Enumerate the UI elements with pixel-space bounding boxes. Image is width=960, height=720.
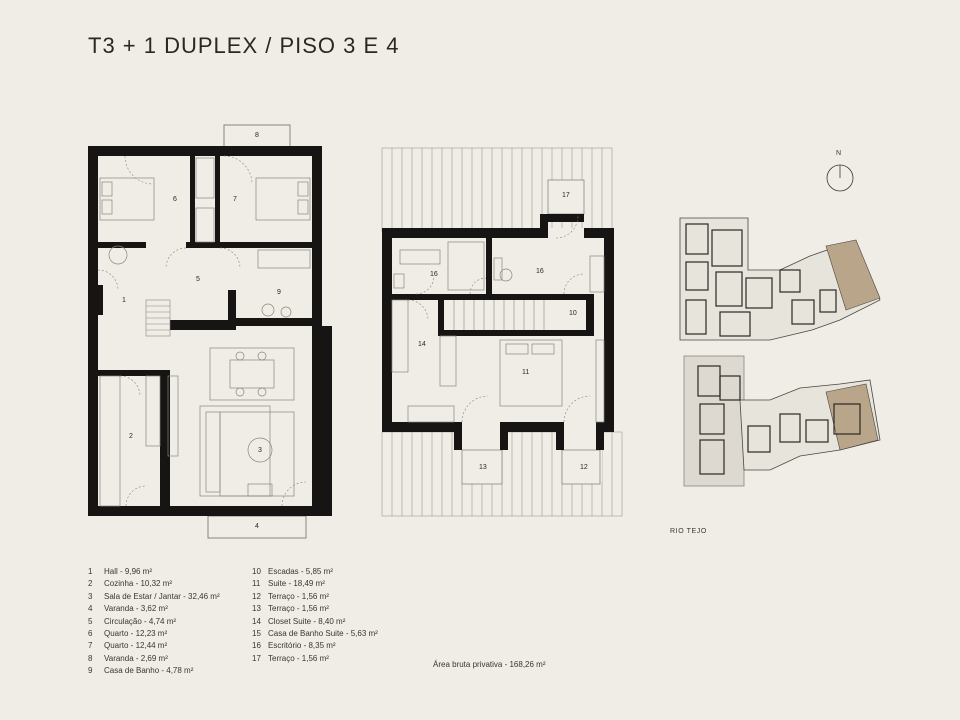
legend-item: 2 Cozinha - 10,32 m² <box>88 578 220 590</box>
legend-item-label: Closet Suite - 8,40 m² <box>268 616 346 626</box>
legend-item-label: Escritório - 8,35 m² <box>268 641 336 651</box>
label-room-4: 4 <box>255 523 259 530</box>
legend-item-number: 2 <box>88 579 93 589</box>
site-upper-building <box>679 217 881 341</box>
label-room-17: 17 <box>562 192 570 199</box>
legend-item-label: Quarto - 12,23 m² <box>104 629 168 639</box>
legend-item-number: 15 <box>252 629 261 639</box>
floor-3-plan <box>88 124 332 539</box>
legend-item-number: 5 <box>88 616 93 626</box>
floor-3-walls <box>88 146 332 516</box>
terrace-17 <box>547 179 585 215</box>
legend-item-number: 10 <box>252 567 261 576</box>
legend-item-label: Suite - 18,49 m² <box>268 579 325 589</box>
label-room-6: 6 <box>173 196 177 203</box>
total-area: Área bruta privativa - 168,26 m² <box>433 660 546 669</box>
legend-item-number: 3 <box>88 591 93 601</box>
label-room-10: 10 <box>569 310 577 317</box>
label-room-14: 14 <box>418 341 426 348</box>
legend-item: 3 Sala de Estar / Jantar - 32,46 m² <box>88 591 220 603</box>
legend-item: 4 Varanda - 3,62 m² <box>88 603 220 615</box>
legend-item-number: 12 <box>252 591 261 601</box>
site-key-plan <box>679 164 881 487</box>
label-room-3: 3 <box>258 447 262 454</box>
site-lower-building <box>683 355 881 487</box>
legend-item-number: 14 <box>252 616 261 626</box>
legend-item-label: Escadas - 5,85 m² <box>268 567 333 576</box>
label-room-12: 12 <box>580 464 588 471</box>
legend-item-label: Cozinha - 10,32 m² <box>104 579 173 589</box>
legend-item-number: 8 <box>88 653 93 663</box>
floor-4-walls <box>382 214 614 450</box>
legend-item-label: Casa de Banho Suite - 5,63 m² <box>268 629 378 639</box>
floor-4-doors <box>407 215 591 423</box>
legend-item-label: Terraço - 1,56 m² <box>268 653 329 663</box>
legend-floor-3: 1 Hall - 9,96 m² 2 Cozinha - 10,32 m² 3 Sala … <box>88 566 220 678</box>
label-room-7: 7 <box>233 196 237 203</box>
legend-item-label: Varanda - 3,62 m² <box>104 604 168 614</box>
label-room-8: 8 <box>255 132 259 139</box>
legend-item: 15 Casa de Banho Suite - 5,63 m² <box>252 628 378 640</box>
legend-item-label: Sala de Estar / Jantar - 32,46 m² <box>104 591 220 601</box>
legend-item-number: 16 <box>252 641 261 651</box>
floor-3-furniture <box>99 157 311 507</box>
legend-item-label: Quarto - 12,44 m² <box>104 641 168 651</box>
floor-3-doors <box>97 155 307 507</box>
legend-item-number: 7 <box>88 641 93 651</box>
legend-item-number: 1 <box>88 567 93 576</box>
legend-item-label: Hall - 9,96 m² <box>104 567 153 576</box>
legend-item-label: Varanda - 2,69 m² <box>104 653 168 663</box>
river-label: RIO TEJO <box>670 528 707 535</box>
legend-item: 6 Quarto - 12,23 m² <box>88 628 220 640</box>
legend-item-label: Terraço - 1,56 m² <box>268 604 329 614</box>
label-room-9: 9 <box>277 289 281 296</box>
legend-item-number: 6 <box>88 629 93 639</box>
legend-item-label: Casa de Banho - 4,78 m² <box>104 666 194 676</box>
floor-4-furniture <box>391 241 605 423</box>
legend-item: 8 Varanda - 2,69 m² <box>88 653 220 665</box>
legend-item-number: 4 <box>88 604 93 614</box>
label-room-1: 1 <box>122 297 126 304</box>
compass-north-label: N <box>836 150 842 157</box>
floor-3-stairs <box>145 299 171 337</box>
terrace-13 <box>461 449 503 485</box>
legend-item: 10 Escadas - 5,85 m² <box>252 566 378 578</box>
legend-item: 1 Hall - 9,96 m² <box>88 566 220 578</box>
legend-item: 13 Terraço - 1,56 m² <box>252 603 378 615</box>
label-room-13: 13 <box>479 464 487 471</box>
legend-item-number: 17 <box>252 653 261 663</box>
floor-4-plan <box>381 147 623 517</box>
legend-item-number: 13 <box>252 604 261 614</box>
legend-item: 17 Terraço - 1,56 m² <box>252 653 378 665</box>
legend-item: 14 Closet Suite - 8,40 m² <box>252 616 378 628</box>
label-room-15: 16 <box>430 271 438 278</box>
legend-item: 16 Escritório - 8,35 m² <box>252 640 378 652</box>
legend-item-number: 11 <box>252 579 261 589</box>
plan-room-numbers: 1 2 3 4 5 6 7 8 9 10 11 12 13 14 16 16 1… <box>122 132 588 530</box>
label-room-5: 5 <box>196 276 200 283</box>
legend-item: 7 Quarto - 12,44 m² <box>88 640 220 652</box>
label-room-2: 2 <box>129 433 133 440</box>
label-room-16: 16 <box>536 268 544 275</box>
legend-item: 9 Casa de Banho - 4,78 m² <box>88 665 220 677</box>
legend-item: 12 Terraço - 1,56 m² <box>252 591 378 603</box>
label-room-11: 11 <box>522 369 529 376</box>
terrace-12 <box>561 449 601 485</box>
legend-item: 11 Suite - 18,49 m² <box>252 578 378 590</box>
page-title: T3 + 1 DUPLEX / PISO 3 E 4 <box>88 33 400 58</box>
legend-item: 5 Circulação - 4,74 m² <box>88 616 220 628</box>
floor-4-stairs <box>453 300 545 330</box>
legend-item-label: Terraço - 1,56 m² <box>268 591 329 601</box>
legend-item-number: 9 <box>88 666 93 676</box>
legend-item-label: Circulação - 4,74 m² <box>104 616 177 626</box>
